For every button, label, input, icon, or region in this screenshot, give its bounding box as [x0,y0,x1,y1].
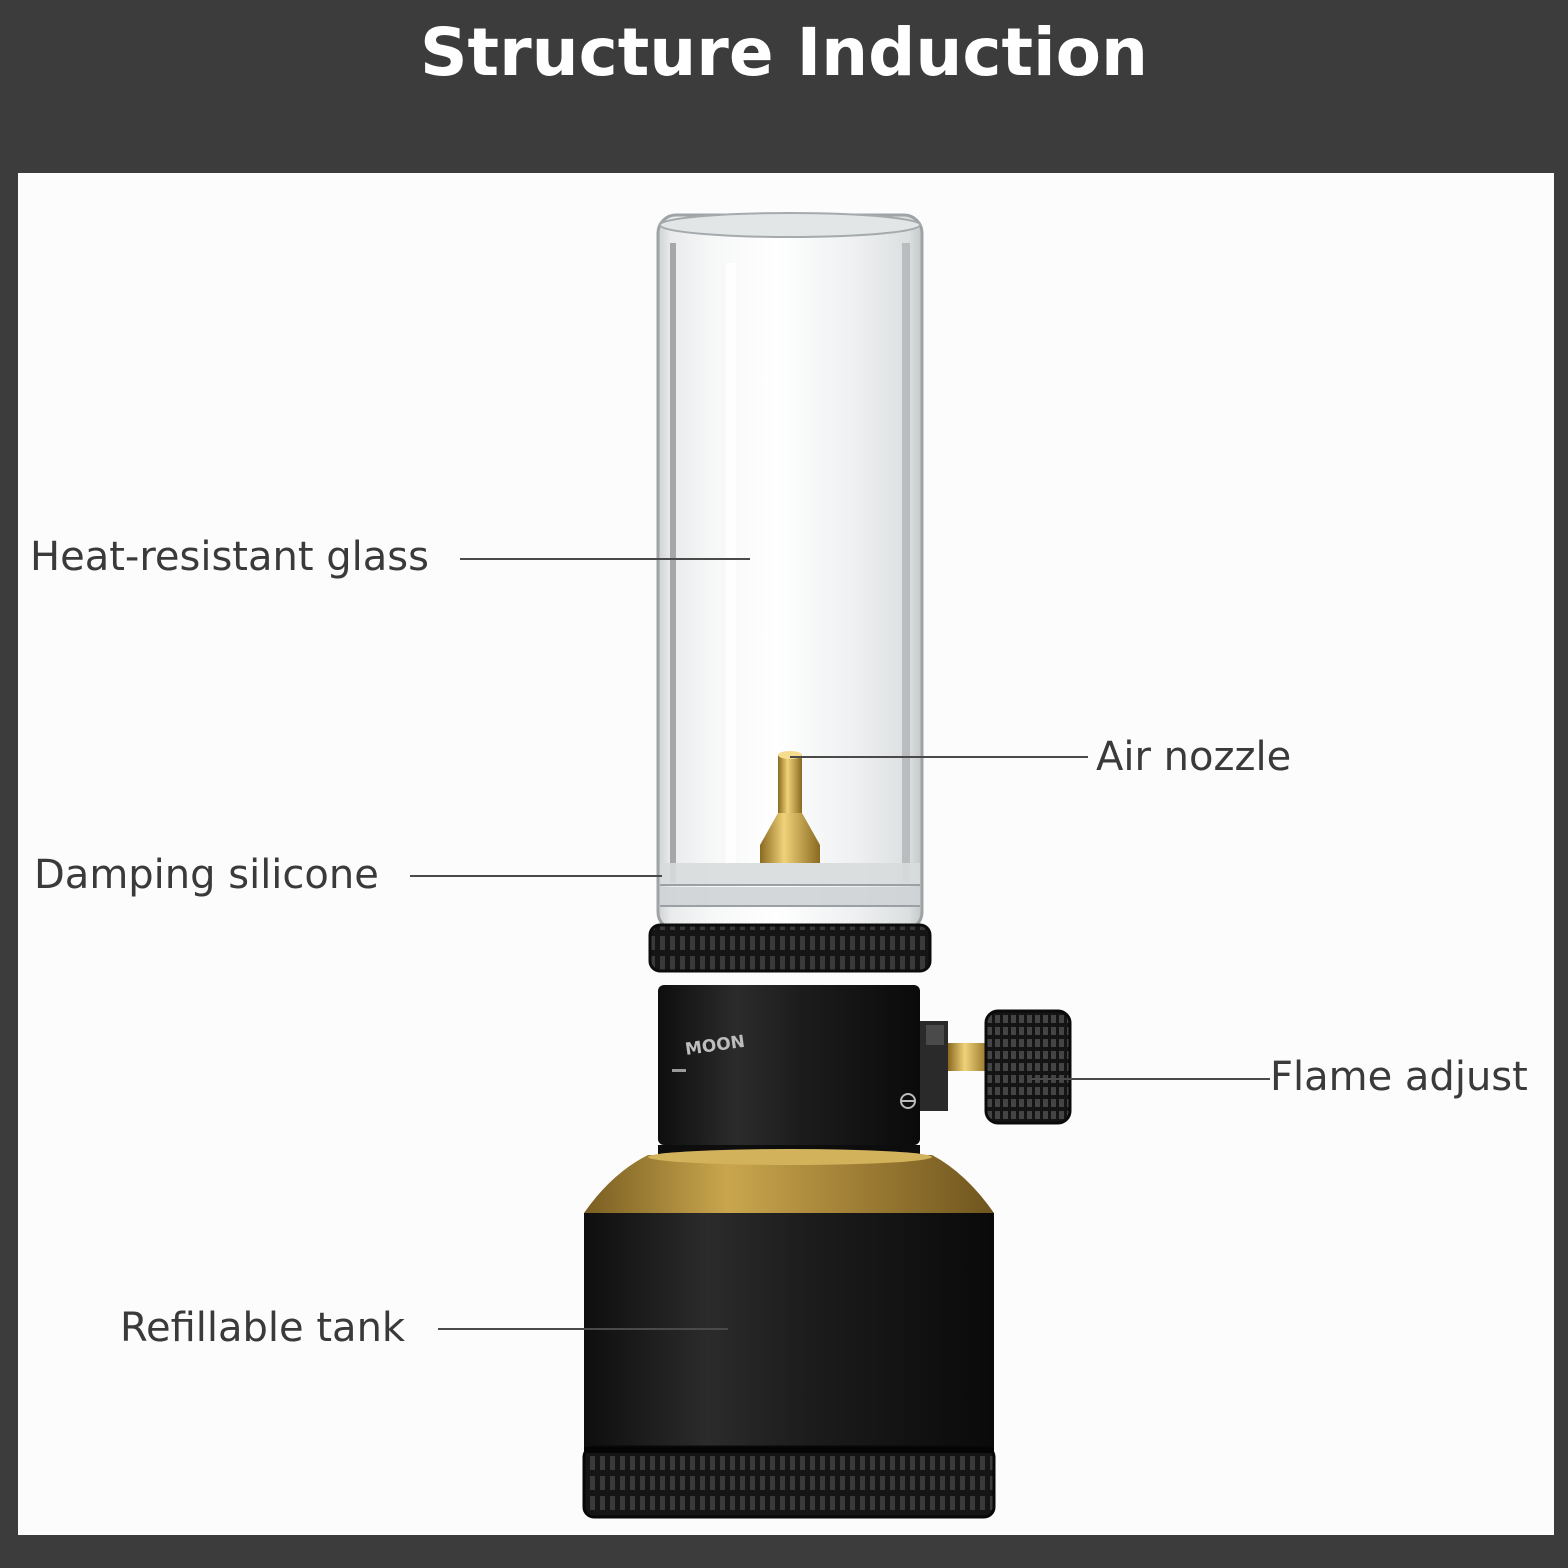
lantern-illustration: MOON [582,212,1072,1519]
diagram-panel: MOON He [18,173,1554,1535]
glass-chimney [656,212,924,932]
refillable-tank [582,1213,996,1519]
leader-line-nozzle [790,756,1088,758]
leader-line-silicone [410,875,662,877]
leader-line-glass [460,558,750,560]
callout-air-nozzle: Air nozzle [1096,734,1292,780]
callout-heat-resistant-glass: Heat-resistant glass [30,534,429,580]
leader-line-flame [1030,1078,1270,1080]
callout-damping-silicone: Damping silicone [34,852,379,898]
burner-body: MOON [658,985,990,1161]
flame-adjust-knob [984,1009,1072,1125]
callout-flame-adjust: Flame adjust [1270,1054,1528,1100]
air-nozzle [760,751,820,863]
page-title: Structure Induction [420,14,1148,91]
callout-refillable-tank: Refillable tank [120,1305,406,1351]
leader-line-tank [438,1328,728,1330]
knurled-collar [648,923,932,973]
brass-band [584,1149,994,1213]
